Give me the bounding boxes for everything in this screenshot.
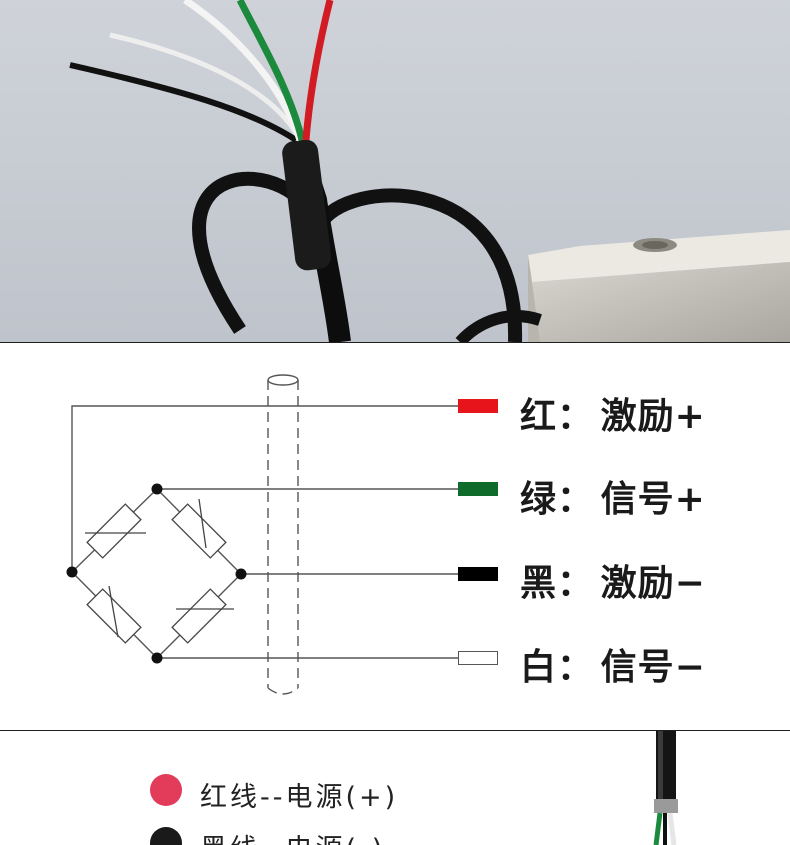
swatch-white: [458, 651, 498, 665]
wire-item-black: 黑线--电源(-): [200, 827, 385, 845]
wire-list: 红线--电源(+) 黑线--电源(-): [0, 731, 790, 845]
legend-colon: ：: [557, 396, 595, 437]
legend-function: 激励−: [600, 563, 706, 604]
legend-green: 绿： 信号+: [520, 470, 706, 522]
wiring-diagram: 红： 激励+ 绿： 信号+ 黑： 激励− 白： 信号−: [0, 343, 790, 730]
legend-function: 激励+: [600, 396, 706, 437]
divider-bottom: [0, 730, 790, 731]
swatch-black: [458, 567, 498, 581]
legend-black: 黑： 激励−: [520, 554, 706, 606]
legend-colon: ：: [557, 563, 595, 604]
wire-item-red: 红线--电源(+): [200, 782, 399, 813]
black-dot-icon: [150, 827, 182, 845]
legend-red: 红： 激励+: [520, 387, 706, 439]
legend-function: 信号−: [600, 647, 706, 688]
product-photo: [0, 0, 790, 342]
divider-top: [0, 342, 790, 343]
legend-colon: ：: [557, 647, 595, 688]
legend-color-name: 白: [520, 647, 558, 688]
legend-color-name: 绿: [520, 479, 558, 520]
swatch-red: [458, 399, 498, 413]
swatch-green: [458, 482, 498, 496]
red-dot-icon: [150, 774, 182, 806]
legend-color-name: 红: [520, 396, 558, 437]
cable-end-photo: [653, 731, 678, 845]
legend-function: 信号+: [600, 479, 706, 520]
legend-white: 白： 信号−: [520, 638, 706, 690]
legend-color-name: 黑: [520, 563, 558, 604]
legend-colon: ：: [557, 479, 595, 520]
